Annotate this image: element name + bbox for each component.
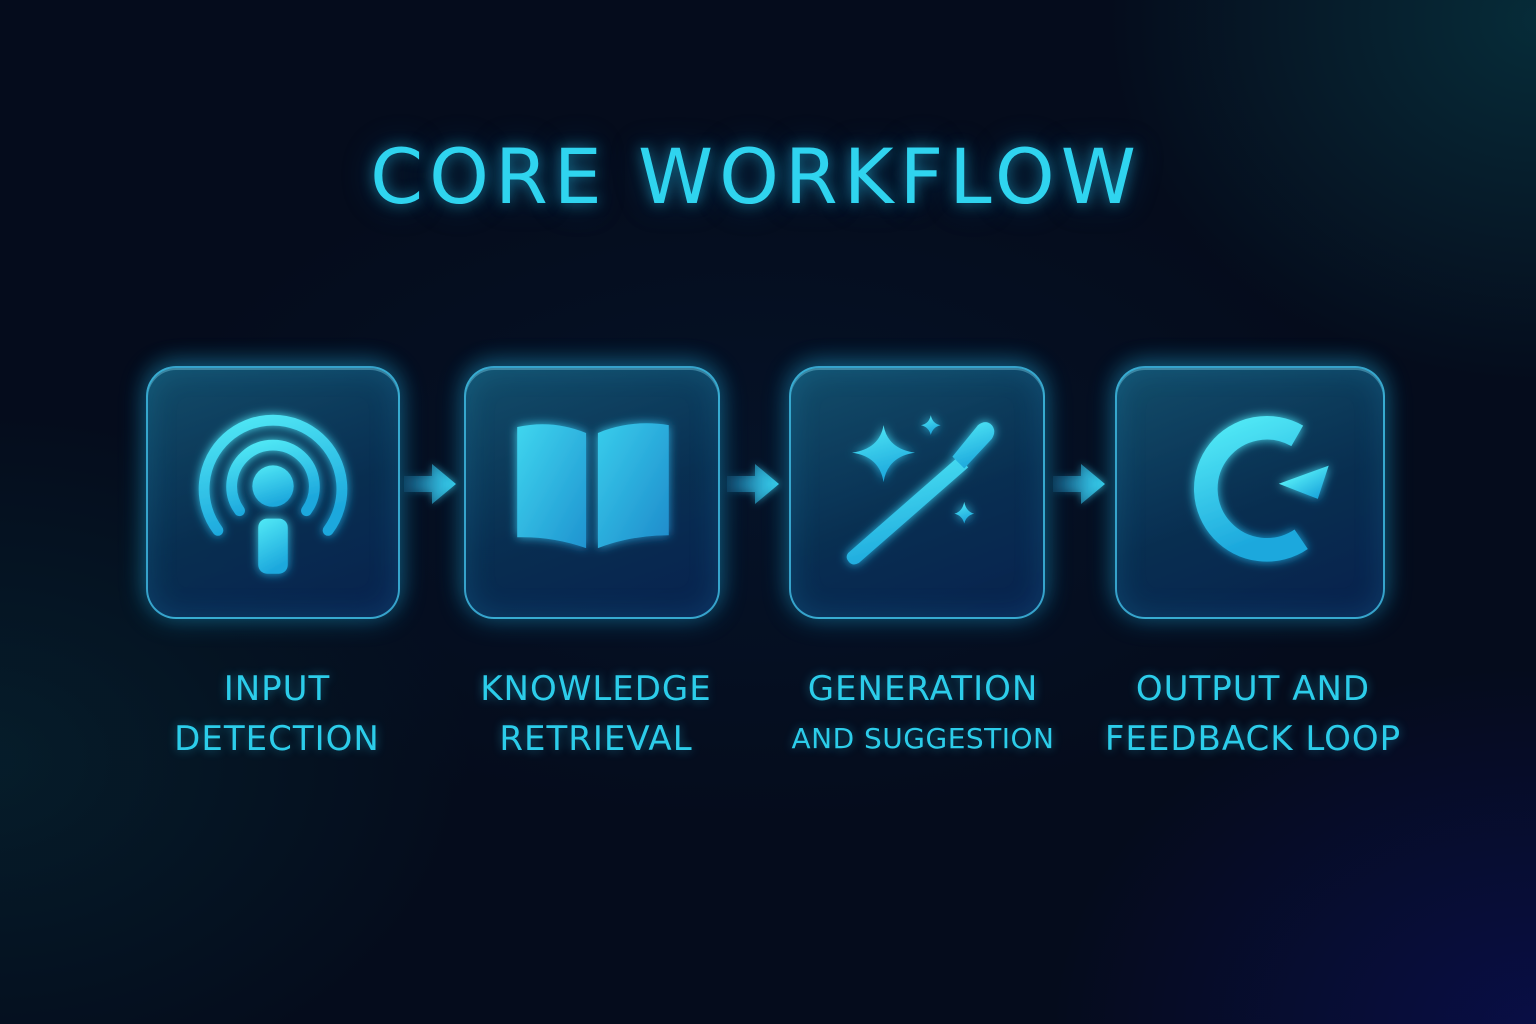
- magic-wand-sparkles-icon: [846, 415, 995, 565]
- chevron-right-arrow-icon: [404, 464, 456, 504]
- step-label-line: RETRIEVAL: [499, 719, 693, 759]
- step-card-knowledge-retrieval: [464, 366, 720, 619]
- open-book-icon: [517, 423, 669, 549]
- step-label-line: OUTPUT AND: [1135, 669, 1371, 709]
- step-label-line: AND SUGGESTION: [791, 722, 1055, 755]
- step-label-generation-and-suggestion: GENERATION AND SUGGESTION: [770, 664, 1076, 764]
- step-card-generation-and-suggestion: [789, 366, 1045, 619]
- step-card-output-and-feedback-loop: [1115, 366, 1385, 619]
- chevron-right-arrow-icon: [1053, 464, 1105, 504]
- step-label-line: DETECTION: [174, 719, 380, 759]
- connector-arrow: [1051, 462, 1107, 506]
- circular-refresh-arrow-icon: [1194, 415, 1329, 562]
- step-label-input-detection: INPUT DETECTION: [140, 664, 414, 764]
- step-label-line: KNOWLEDGE: [480, 669, 712, 709]
- step-label-line: INPUT: [223, 669, 331, 709]
- chevron-right-arrow-icon: [727, 464, 779, 504]
- connector-arrow: [402, 462, 458, 506]
- step-label-line: GENERATION: [807, 669, 1039, 709]
- podcast-microphone-icon: [198, 414, 348, 574]
- page-title: CORE WORKFLOW: [370, 132, 1142, 221]
- step-label-output-and-feedback-loop: OUTPUT AND FEEDBACK LOOP: [1092, 664, 1414, 764]
- step-card-input-detection: [146, 366, 400, 619]
- step-label-line: FEEDBACK LOOP: [1104, 719, 1402, 759]
- connector-arrow: [725, 462, 781, 506]
- step-label-knowledge-retrieval: KNOWLEDGE RETRIEVAL: [462, 664, 730, 764]
